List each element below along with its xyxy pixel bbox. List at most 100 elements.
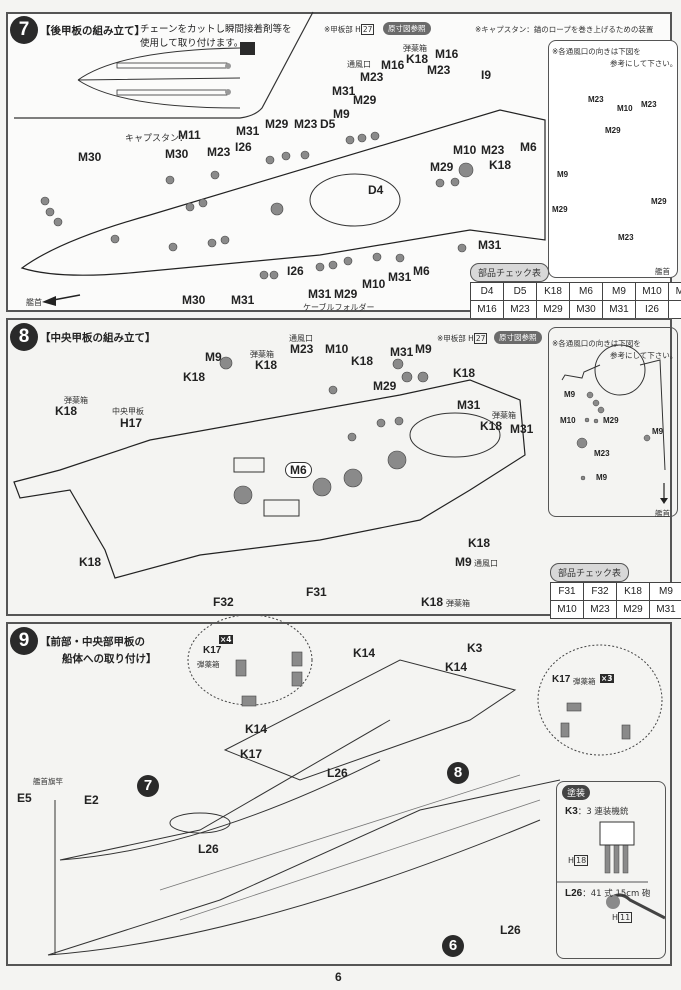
label-m23d: M23 [427,63,451,77]
step7-inset-note-1: ※各通風口の向きは下図を [552,47,641,56]
check-cell: M29 [536,300,570,319]
label-m30b: M30 [165,147,189,161]
check-cell: F31 [550,582,584,601]
label-m23c: M23 [360,70,384,84]
l26-label: L26 [565,888,583,899]
label-k18f: K18 [480,419,503,433]
label-l26c: L26 [500,923,521,937]
inset7-m29c: M29 [651,197,667,206]
label-k18d: K18 [351,354,374,368]
label-m9c: M9 [455,555,472,569]
label-bow: 艦首 [26,298,42,307]
step8-vent-inset [548,327,678,517]
label-k14c: K14 [445,660,468,674]
detail-right-qty: ×3 [600,674,614,683]
painting-k3: K3：3 連装機銃 [565,805,628,817]
glue-icon [240,42,255,55]
step8-number: 8 [10,323,38,351]
step7-vent-inset [548,40,678,278]
painting-l26: L26：41 式 15cm 砲 [565,887,650,899]
step6-ref: 6 [442,935,464,957]
label-m23a: M23 [207,145,231,159]
label-k18i: K18 [421,595,444,609]
inset8-m23: M23 [594,449,610,458]
check-cell: K18 [616,582,650,601]
deck-note-text: ※甲板部 H [324,25,361,34]
detail-right-ammo: 弾薬箱 [573,677,596,686]
step7-capstan-note: ※キャプスタン：錨のロープを巻き上げるための装置 [475,25,654,34]
label-m31b: M31 [332,84,356,98]
inset7-m29b: M29 [552,205,568,214]
label-i26b: I26 [287,264,304,278]
h18-prefix: H [568,856,575,865]
painting-badge: 塗装 [562,785,591,800]
label-m6b: M6 [413,264,430,278]
deck-note-text: ※甲板部 H [437,334,474,343]
check-cell: M9 [602,282,636,301]
label-ammo2: 弾薬箱 [250,350,274,359]
step7-instruction-2: 使用して取り付けます。 [140,38,244,49]
label-m31d: M31 [388,270,412,284]
inset8-m9c: M9 [596,473,608,482]
label-m10: M10 [325,342,349,356]
label-d5: D5 [320,117,336,131]
l26-desc: ：41 式 15cm 砲 [582,889,651,899]
label-m30a: M30 [78,150,102,164]
label-k18a: K18 [55,404,78,418]
step8-check-title: 部品チェック表 [550,563,630,582]
h11-number: 11 [618,912,633,923]
label-h17: H17 [120,416,143,430]
step8-inset-note-1: ※各通風口の向きは下図を [552,339,641,348]
h11-prefix: H [612,913,619,922]
inset7-m10: M10 [617,104,633,113]
inset8-m9a: M9 [564,390,576,399]
check-cell: M23 [503,300,537,319]
label-m31f: M31 [231,293,255,307]
label-d4: D4 [368,183,384,197]
label-m23e: M23 [481,143,505,157]
label-vent1: 通風口 [289,334,313,343]
label-m29d: M29 [334,287,358,301]
check-row: D4D5K18M6M9M10M11 [470,282,681,301]
label-center-deck: 中央甲板 [112,407,144,416]
label-m16a: M16 [381,58,405,72]
label-m29a: M29 [265,117,289,131]
label-k18e: K18 [453,366,476,380]
k3-desc: ：3 連装機銃 [577,807,629,817]
check-cell: M23 [583,600,617,619]
step7-title: 【後甲板の組み立て】 [40,25,145,37]
label-m16b: M16 [435,47,459,61]
label-k18a: K18 [406,52,429,66]
label-m6: M6 [285,462,312,478]
check-cell: M29 [616,600,650,619]
label-m29c: M29 [430,160,454,174]
label-f31: F31 [306,585,327,599]
step9-panel [6,622,672,966]
label-vent2: 通風口 [474,559,498,568]
label-m10b: M10 [362,277,386,291]
step9-title-2: 船体への取り付け】 [62,653,157,665]
k3-label: K3 [565,806,578,817]
inset7-m29a: M29 [605,126,621,135]
label-k18c: K18 [255,358,278,372]
label-k18h: K18 [468,536,491,550]
label-m29: M29 [373,379,397,393]
detail-left-qty: ×4 [219,635,233,644]
check-cell: M31 [602,300,636,319]
label-k14b: K14 [353,646,376,660]
inset7-m23c: M23 [618,233,634,242]
h18-number: 18 [574,855,589,866]
label-k18b: K18 [183,370,206,384]
label-m9a: M9 [205,350,222,364]
step7-instruction-1: チェーンをカットし瞬間接着剤等を [140,24,292,35]
label-m23: M23 [290,342,314,356]
step7-ref-badge: 原寸図参照 [383,22,431,35]
label-m31b: M31 [457,398,481,412]
step9-title-1: 【前部・中央部甲板の [40,636,145,648]
label-e5: E5 [17,791,32,805]
label-i26a: I26 [235,140,252,154]
